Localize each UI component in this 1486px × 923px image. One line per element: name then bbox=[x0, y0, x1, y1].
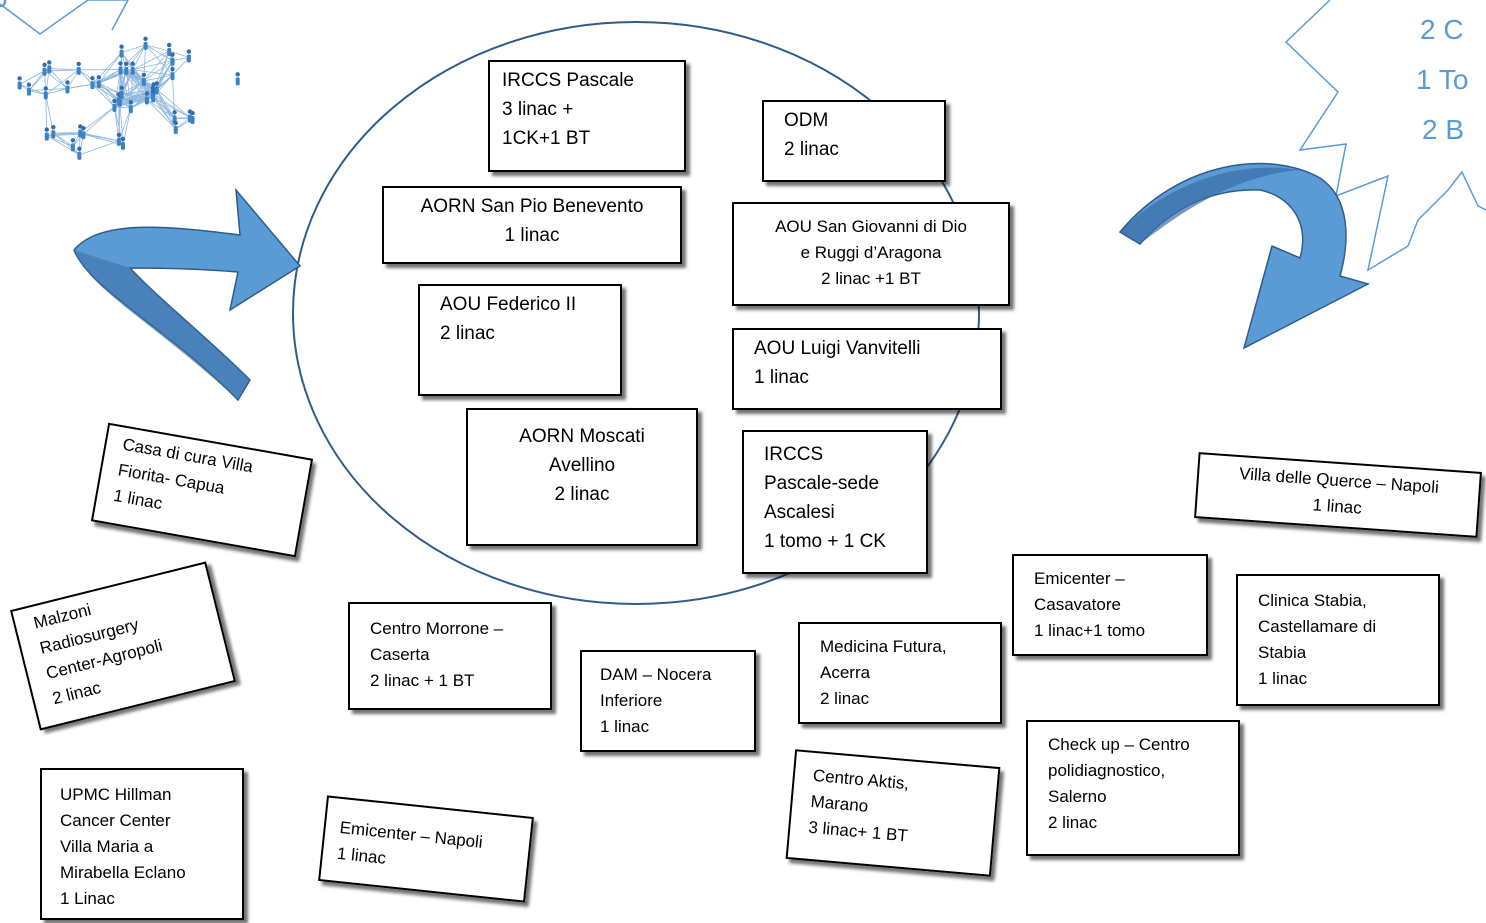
center-equipment: 3 linac + bbox=[502, 99, 574, 120]
center-name: IRCCS bbox=[764, 444, 824, 465]
center-equipment: 1 linac bbox=[600, 717, 650, 736]
center-equipment: 1 linac bbox=[504, 225, 560, 246]
center-box-ascalesi: IRCCS Pascale-sede Ascalesi 1 tomo + 1 C… bbox=[742, 430, 928, 574]
center-box-casavatore: Emicenter – Casavatore 1 linac+1 tomo bbox=[1012, 554, 1208, 656]
center-box-aktis: Centro Aktis, Marano 3 linac+ 1 BT bbox=[785, 749, 1001, 877]
center-name: UPMC Hillman bbox=[60, 785, 172, 804]
center-name: e Ruggi d’Aragona bbox=[800, 243, 942, 262]
hub-ellipse bbox=[292, 21, 980, 605]
center-box-ruggi: AOU San Giovanni di Dio e Ruggi d’Aragon… bbox=[732, 202, 1010, 306]
left-speech-bubble bbox=[0, 0, 129, 35]
center-box-dam: DAM – Nocera Inferiore 1 linac bbox=[580, 650, 756, 752]
center-name: Check up – Centro bbox=[1048, 735, 1190, 754]
center-name: Caserta bbox=[370, 645, 430, 664]
center-box-federico: AOU Federico II 2 linac bbox=[418, 284, 622, 396]
center-box-vanvitelli: AOU Luigi Vanvitelli 1 linac bbox=[732, 328, 1002, 410]
center-equipment: 2 linac + 1 BT bbox=[370, 671, 475, 690]
right-callout-line-2: 1 To bbox=[1416, 64, 1469, 95]
center-name: Villa Maria a bbox=[60, 837, 154, 856]
people-network-icon bbox=[17, 36, 240, 160]
center-equipment: 1 linac bbox=[1258, 669, 1308, 688]
center-box-hillman: UPMC Hillman Cancer Center Villa Maria a… bbox=[40, 768, 244, 920]
center-box-checkup: Check up – Centro polidiagnostico, Saler… bbox=[1026, 720, 1240, 856]
center-equipment: 2 linac bbox=[820, 689, 870, 708]
center-name: Medicina Futura, bbox=[820, 637, 947, 656]
center-name: AOU Luigi Vanvitelli bbox=[754, 338, 921, 359]
center-equipment: 1 Linac bbox=[60, 889, 115, 908]
center-equipment: 1 tomo + 1 CK bbox=[764, 531, 886, 552]
center-name: IRCCS Pascale bbox=[502, 70, 634, 91]
left-callout-text: o bbox=[0, 0, 8, 14]
center-name: Salerno bbox=[1048, 787, 1107, 806]
center-name: ODM bbox=[784, 110, 829, 131]
center-name: Acerra bbox=[820, 663, 871, 682]
center-name: Castellamare di bbox=[1258, 617, 1377, 636]
center-name: Avellino bbox=[548, 455, 616, 476]
center-name: Cancer Center bbox=[60, 811, 171, 830]
center-name: AORN San Pio Benevento bbox=[420, 196, 644, 217]
center-name: Inferiore bbox=[600, 691, 663, 710]
center-name: Centro Morrone – bbox=[370, 619, 504, 638]
center-box-stabia: Clinica Stabia, Castellamare di Stabia 1… bbox=[1236, 574, 1440, 706]
right-curved-arrow-icon bbox=[1118, 162, 1371, 350]
center-name: Emicenter – bbox=[1034, 569, 1125, 588]
center-name: Clinica Stabia, bbox=[1258, 591, 1367, 610]
center-box-pascale: IRCCS Pascale 3 linac + 1CK+1 BT bbox=[488, 60, 686, 172]
center-name: Mirabella Eclano bbox=[60, 863, 186, 882]
center-name: Casavatore bbox=[1034, 595, 1121, 614]
center-name: DAM – Nocera bbox=[600, 665, 712, 684]
center-box-sanpio: AORN San Pio Benevento 1 linac bbox=[382, 186, 682, 264]
center-equipment: 2 linac bbox=[440, 323, 495, 344]
left-curved-arrow-icon bbox=[73, 187, 302, 402]
center-box-moscati: AORN Moscati Avellino 2 linac bbox=[466, 408, 698, 546]
center-name: AOU San Giovanni di Dio bbox=[775, 217, 967, 236]
center-name: AORN Moscati bbox=[519, 426, 645, 447]
center-name: Stabia bbox=[1258, 643, 1307, 662]
center-equipment: 1CK+1 BT bbox=[502, 128, 591, 149]
center-name: AOU Federico II bbox=[440, 294, 577, 315]
right-callout-line-3: 2 B bbox=[1422, 114, 1465, 145]
right-speech-bubble bbox=[1284, 0, 1486, 272]
center-box-odm: ODM 2 linac bbox=[762, 100, 946, 182]
center-name: polidiagnostico, bbox=[1048, 761, 1166, 780]
center-box-morrone: Centro Morrone – Caserta 2 linac + 1 BT bbox=[348, 602, 552, 710]
center-equipment: 2 linac bbox=[554, 484, 610, 505]
center-equipment: 1 linac bbox=[754, 367, 809, 388]
center-equipment: 1 linac+1 tomo bbox=[1034, 621, 1146, 640]
center-box-futura: Medicina Futura, Acerra 2 linac bbox=[798, 622, 1002, 724]
center-name: Pascale-sede bbox=[764, 473, 880, 494]
right-callout-line-1: 2 C bbox=[1420, 14, 1464, 45]
center-name: Ascalesi bbox=[764, 502, 835, 523]
center-equipment: 2 linac bbox=[1048, 813, 1098, 832]
center-equipment: 2 linac bbox=[784, 139, 839, 160]
center-equipment: 2 linac +1 BT bbox=[821, 269, 921, 288]
